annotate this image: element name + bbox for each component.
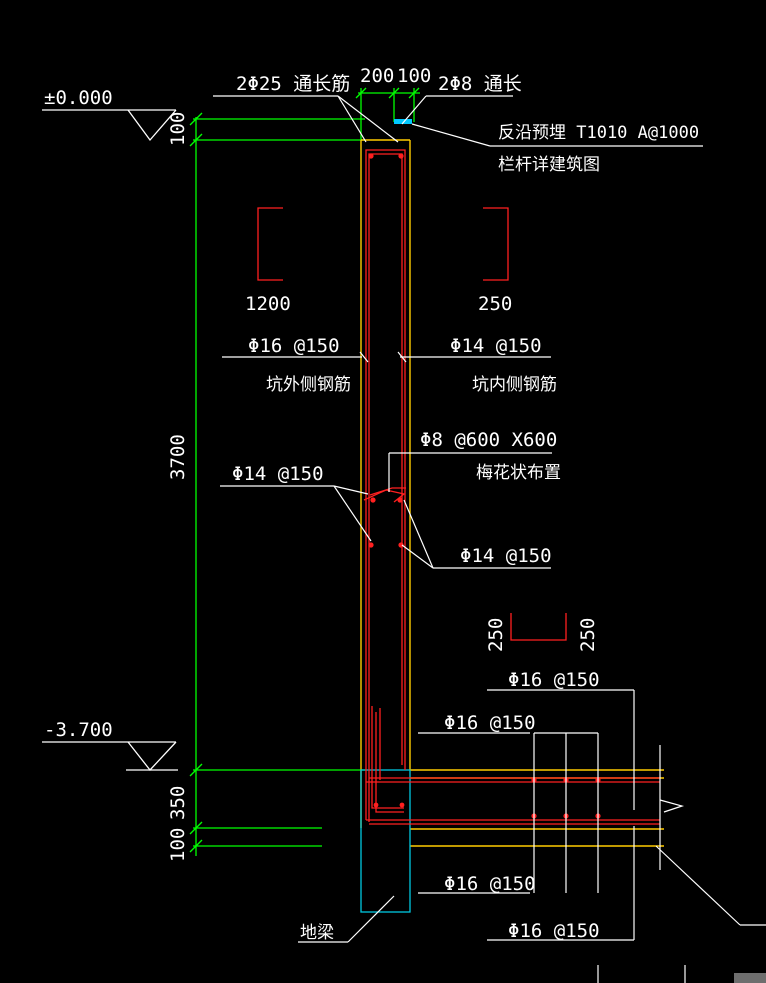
inner-bar-label: Φ14 @150 bbox=[450, 335, 542, 357]
slab-bot-1-label: Φ16 @150 bbox=[444, 873, 536, 895]
dim-width-2: 100 bbox=[397, 65, 431, 87]
rebar-lines bbox=[257, 149, 660, 825]
hook-dim-a: 250 bbox=[485, 618, 507, 652]
slab-top-1-label: Φ16 @150 bbox=[508, 669, 600, 691]
elevation-bottom-label: -3.700 bbox=[44, 719, 113, 741]
top-long-bar2-label: 2Φ8 通长 bbox=[438, 73, 522, 95]
wall-outline bbox=[360, 139, 664, 847]
stirrup-left-label: Φ14 @150 bbox=[232, 463, 324, 485]
dim-base-bottom: 100 bbox=[167, 828, 189, 862]
dim-base: 350 bbox=[167, 786, 189, 820]
foundation-beam-outline bbox=[360, 769, 411, 913]
embed-note: 反沿预埋 T1010 A@1000 bbox=[498, 123, 699, 143]
foundation-beam-label: 地梁 bbox=[300, 923, 334, 943]
annotations: ±0.000 -3.700 100 3700 350 100 200 100 2… bbox=[44, 65, 699, 943]
outer-bar-label: Φ16 @150 bbox=[248, 335, 340, 357]
elevation-top-label: ±0.000 bbox=[44, 87, 113, 109]
leader-lines bbox=[213, 95, 766, 983]
slab-top-2-label: Φ16 @150 bbox=[444, 712, 536, 734]
stirrup-right-label: Φ14 @150 bbox=[460, 545, 552, 567]
rail-note: 栏杆详建筑图 bbox=[498, 155, 600, 175]
dim-top-thk: 100 bbox=[167, 112, 189, 146]
top-long-bar-label: 2Φ25 通长筋 bbox=[236, 73, 350, 95]
embed-plate bbox=[394, 119, 412, 124]
hook-outer-dim: 1200 bbox=[245, 293, 291, 315]
inner-bar-note: 坑内侧钢筋 bbox=[472, 375, 557, 395]
outer-bar-note: 坑外侧钢筋 bbox=[266, 375, 351, 395]
rebar-section-dots bbox=[368, 153, 601, 819]
dim-width-1: 200 bbox=[360, 65, 394, 87]
scrollbar-corner bbox=[734, 973, 766, 983]
elevation-symbols bbox=[42, 109, 178, 771]
hook-dim-b: 250 bbox=[577, 618, 599, 652]
hook-inner-dim: 250 bbox=[478, 293, 512, 315]
tie-bar-label: Φ8 @600 X600 bbox=[420, 429, 557, 451]
slab-bot-2-label: Φ16 @150 bbox=[508, 920, 600, 942]
dim-height: 3700 bbox=[167, 434, 189, 480]
tie-bar-note: 梅花状布置 bbox=[476, 463, 561, 483]
